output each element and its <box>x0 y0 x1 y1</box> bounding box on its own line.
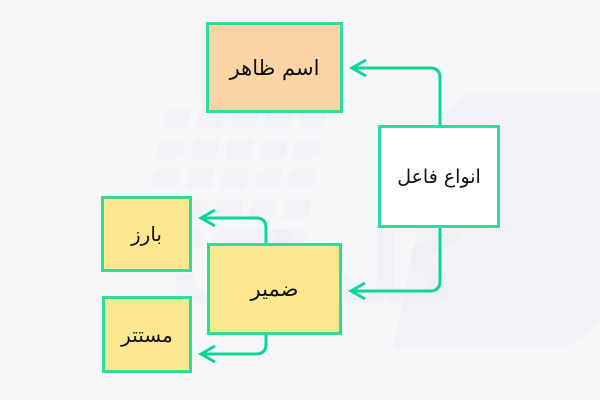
connector-damir-to-bariz <box>201 216 268 243</box>
node-label-damir: ضمير <box>250 277 299 301</box>
connector-root-to-damir <box>351 228 442 293</box>
node-damir[interactable]: ضمير <box>207 243 342 335</box>
arrowhead-root-to-ism-zahir <box>348 58 367 78</box>
arrowhead-damir-to-bariz <box>197 208 216 228</box>
node-bariz[interactable]: بارز <box>101 196 192 272</box>
node-label-ism-zahir: اسم ظاهر <box>229 55 320 80</box>
arrowhead-damir-to-mustatir <box>197 344 216 364</box>
node-label-root: انواع فاعل <box>397 165 481 188</box>
connector-damir-to-mustatir <box>201 335 268 356</box>
node-label-bariz: بارز <box>131 222 162 246</box>
connector-root-to-ism-zahir <box>352 66 442 125</box>
node-ism-zahir[interactable]: اسم ظاهر <box>206 22 343 113</box>
arrowhead-root-to-damir <box>347 281 366 301</box>
node-mustatir[interactable]: مستتر <box>102 296 192 373</box>
node-root[interactable]: انواع فاعل <box>378 125 500 228</box>
node-label-mustatir: مستتر <box>121 322 173 347</box>
